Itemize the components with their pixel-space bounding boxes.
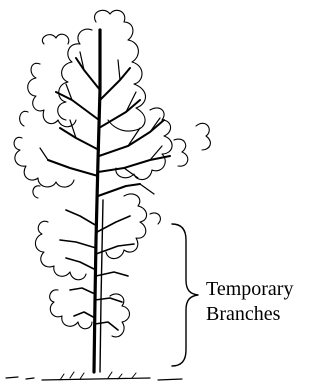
lower-foliage-outline bbox=[33, 186, 130, 337]
upper-foliage-outline bbox=[28, 34, 211, 179]
crown-foliage-outline bbox=[58, 10, 146, 131]
tree-trunk bbox=[94, 30, 100, 372]
temporary-branches-label-line-1: Temporary bbox=[206, 276, 293, 302]
ground-line bbox=[6, 377, 182, 380]
trunk-shadow bbox=[100, 200, 103, 372]
temporary-branches-label-line-2: Branches bbox=[206, 301, 280, 327]
temporary-branches-brace bbox=[172, 224, 198, 366]
